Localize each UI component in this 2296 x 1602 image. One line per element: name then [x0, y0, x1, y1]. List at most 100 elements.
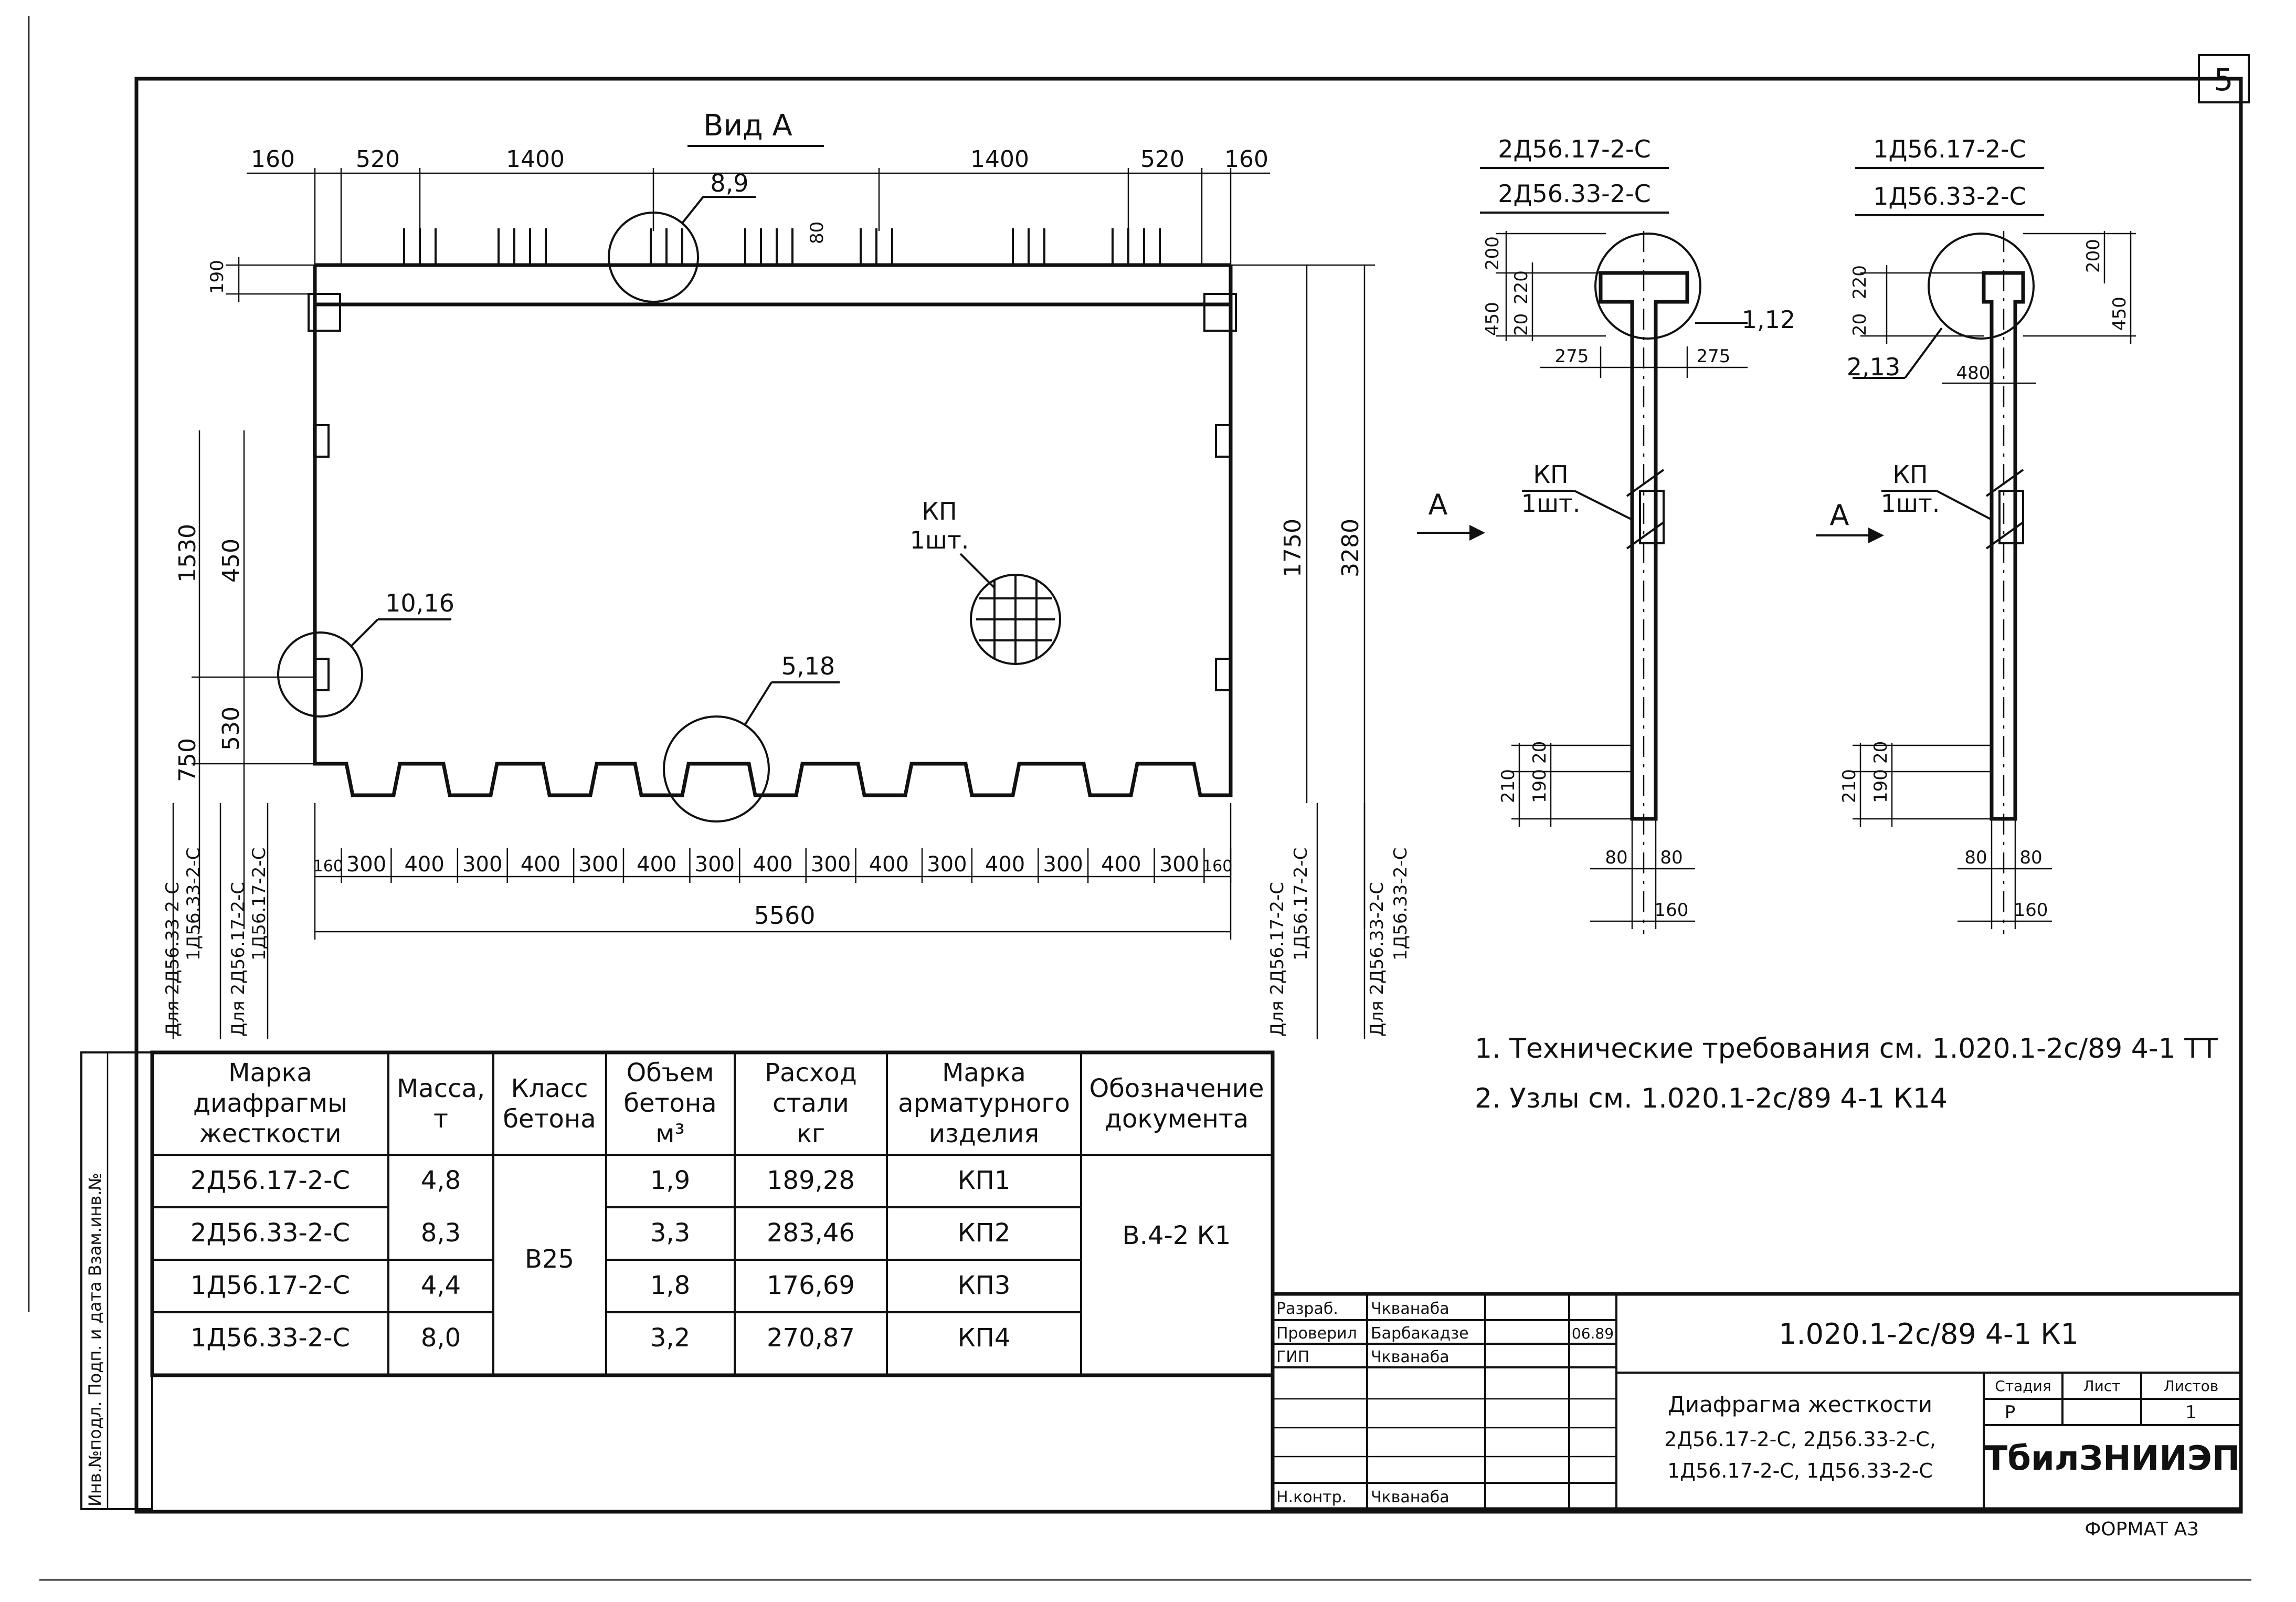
dim-left-1530: 1530 [174, 524, 201, 583]
bottom-dim-label: 160 [1202, 857, 1232, 876]
section1-callout: 1,12 [1742, 305, 1795, 334]
row4-item: КП4 [958, 1323, 1011, 1353]
organization: ТбилЗНИИЭП [1985, 1439, 2240, 1478]
section2-title-2: 1Д56.33-2-С [1873, 182, 2026, 210]
bottom-dim-label: 300 [695, 852, 735, 877]
header-volume-1: Объем [626, 1058, 714, 1088]
product-name: Диафрагма жесткости [1668, 1392, 1932, 1417]
total-length: 5560 [754, 901, 815, 930]
side-stamp-text: Инв.№подл. Подп. и дата Взам.инв.№ [85, 1173, 105, 1506]
section2-dim-190: 190 [1870, 769, 1891, 803]
header-class-2: бетона [503, 1104, 596, 1134]
right-for-4: 1Д56.33-2-С [1390, 848, 1411, 961]
dim-left-530: 530 [218, 707, 245, 751]
row2-volume: 3,3 [650, 1218, 690, 1248]
kp-mesh: КП 1шт. [910, 497, 1061, 665]
section2-dim-450: 450 [2109, 297, 2130, 331]
row1-volume: 1,9 [650, 1166, 690, 1195]
bottom-dim-label: 300 [1043, 852, 1083, 877]
side-embedded-parts [313, 424, 1232, 691]
bottom-dim-label: 400 [869, 852, 909, 877]
section1-dim-20: 20 [1511, 313, 1532, 336]
row3-volume: 1,8 [650, 1271, 690, 1300]
side-stamp: Инв.№подл. Подп. и дата Взам.инв.№ [80, 1051, 153, 1510]
header-steel-3: кг [797, 1119, 825, 1148]
header-volume-2: бетона [623, 1089, 716, 1118]
callout-10-16: 10,16 [385, 589, 454, 617]
row4-volume: 3,2 [650, 1323, 690, 1353]
row4-mass: 8,0 [421, 1323, 461, 1353]
left-for-3: Для 2Д56.17-2-С [228, 882, 249, 1037]
kp-label: КП [922, 497, 957, 525]
row1-mark: 2Д56.17-2-С [191, 1166, 350, 1195]
dim-right-3280: 3280 [1337, 519, 1364, 577]
section1-dim-160: 160 [1655, 900, 1689, 921]
bottom-dim-label: 400 [521, 852, 560, 877]
section1-title-2: 2Д56.33-2-С [1498, 180, 1650, 208]
section2-arrow-label: А [1830, 499, 1849, 532]
section1-dim-210: 210 [1498, 769, 1519, 803]
dim-top-4: 1400 [970, 146, 1029, 173]
panel-outline [313, 265, 1233, 797]
row3-mass: 4,4 [421, 1271, 461, 1300]
bottom-dim-label: 400 [753, 852, 792, 877]
dim-left-750: 750 [174, 738, 201, 782]
row4-steel: 270,87 [767, 1323, 855, 1353]
section2-dim-160: 160 [2014, 900, 2048, 921]
title-block: Разраб. Проверил ГИП Н.контр. Чкванаба Б… [1271, 1292, 2243, 1511]
section1-dim-275b: 275 [1697, 346, 1731, 367]
table-rows: 2Д56.17-2-С 4,8 1,9 189,28 КП1 2Д56.33-2… [191, 1166, 1231, 1353]
section2-dim-20b: 20 [1870, 741, 1891, 764]
header-mass-2: т [433, 1104, 448, 1134]
dim-top-5: 520 [1140, 146, 1184, 173]
section2-dim-80b: 80 [2019, 847, 2042, 868]
dim-top-3: 1400 [506, 146, 565, 173]
sheets-value: 1 [2185, 1402, 2197, 1423]
bottom-dim-label: 300 [927, 852, 967, 877]
section2-title-1: 1Д56.17-2-С [1873, 135, 2026, 163]
sheet-number: 5 [2214, 62, 2234, 98]
header-steel-2: стали [773, 1089, 849, 1118]
section2-dim-210: 210 [1839, 769, 1860, 803]
bottom-dim-label: 400 [404, 852, 444, 877]
notes: 1. Технические требования см. 1.020.1-2с… [1475, 1033, 2218, 1114]
sheet-frame: 5 ФОРМАТ А3 [28, 16, 2251, 1581]
table-headers: Марка диафрагмы жесткости Масса, т Класс… [193, 1058, 1264, 1148]
right-for-2: 1Д56.17-2-С [1290, 848, 1311, 961]
header-steel-1: Расход [765, 1058, 857, 1088]
dim-right-1750: 1750 [1279, 519, 1306, 577]
header-class-1: Класс [511, 1074, 588, 1103]
view-title: Вид А [703, 109, 792, 143]
row1-mass: 4,8 [421, 1166, 461, 1195]
sheets-header: Листов [2164, 1377, 2219, 1395]
row3-steel: 176,69 [767, 1271, 855, 1300]
dim-top-2: 520 [356, 146, 400, 173]
dim-190: 190 [207, 260, 228, 294]
product-marks-1: 2Д56.17-2-С, 2Д56.33-2-С, [1664, 1428, 1936, 1451]
section1-kp: КП [1533, 460, 1568, 489]
name-1: Чкванаба [1371, 1300, 1449, 1318]
dim-left-450: 450 [218, 539, 245, 583]
section1-dim-200: 200 [1482, 236, 1503, 270]
callout-circle-5-18 [663, 715, 770, 823]
section2-dim-480: 480 [1956, 363, 1991, 384]
section2-dim-220: 220 [1849, 265, 1870, 299]
row2-mark: 2Д56.33-2-С [191, 1218, 350, 1248]
section1-dim-275a: 275 [1555, 346, 1589, 367]
note-2: 2. Узлы см. 1.020.1-2с/89 4-1 К14 [1475, 1083, 1948, 1114]
row3-item: КП3 [958, 1271, 1011, 1300]
row3-mark: 1Д56.17-2-С [191, 1271, 350, 1300]
section2-dim-80a: 80 [1964, 847, 1987, 868]
header-item-1: Марка [942, 1058, 1026, 1088]
document-ref: В.4-2 К1 [1123, 1221, 1231, 1250]
bottom-dim-label: 160 [313, 857, 343, 876]
sheet-header: Лист [2083, 1377, 2121, 1395]
dim-80: 80 [807, 222, 828, 244]
header-item-3: изделия [929, 1119, 1039, 1148]
row2-mass: 8,3 [421, 1218, 461, 1248]
left-for-1: Для 2Д56.33-2-С [162, 882, 183, 1037]
section2-kp: КП [1892, 460, 1928, 489]
section1-dim-220: 220 [1511, 270, 1532, 304]
left-for-4: 1Д56.17-2-С [249, 848, 270, 961]
